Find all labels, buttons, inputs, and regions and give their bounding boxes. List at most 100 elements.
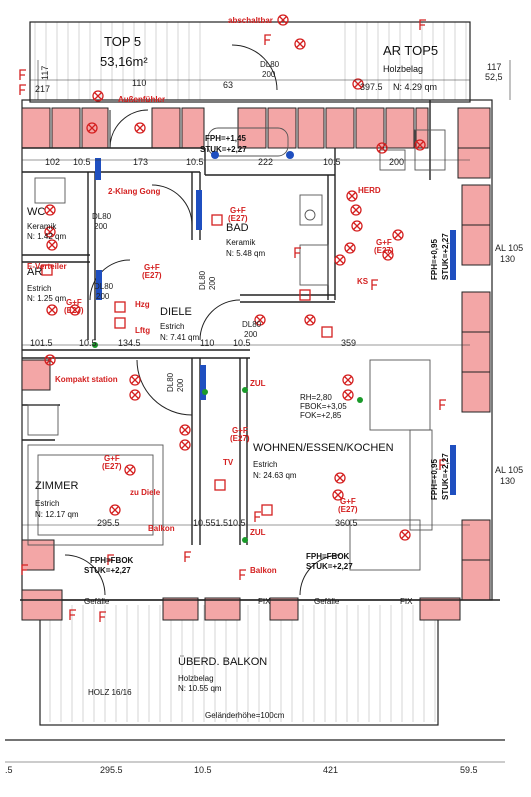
dim-top-110: 110 [132, 78, 147, 88]
neighbor-deck-hatch [34, 22, 467, 100]
dim-222: 222 [258, 157, 274, 167]
note-fph-right1: FPH=+0,95 [430, 239, 439, 280]
dim-b-421: 421 [323, 765, 339, 775]
dim-1051515: 10.551.510.5 [193, 518, 246, 528]
note-fph-top: FPH=+1,45 [205, 134, 246, 143]
dim-dl200a: 200 [262, 70, 276, 79]
dim-al130a: 130 [500, 254, 516, 264]
red-zul1: ZUL [250, 379, 266, 388]
dim-359: 359 [341, 338, 357, 348]
red-gf5: G+F [232, 426, 248, 435]
red-gf7: G+F [376, 238, 392, 247]
balcony-deck-hatch [49, 605, 436, 722]
dim-dl200b: 200 [94, 222, 108, 231]
room-diele-area: N: 7.41 qm [160, 333, 200, 342]
dim-105e: 10.5 [233, 338, 251, 348]
dim-b-595: 59.5 [460, 765, 478, 775]
note-stuk-right1: STUK=+2,27 [441, 233, 450, 280]
room-ar-name: AR [27, 266, 43, 278]
dim-2955a: 295.5 [97, 518, 120, 528]
red-aussenfuehler: Außenfühler [118, 95, 166, 104]
dim-dl200d: 200 [244, 330, 258, 339]
room-diele-name: DIELE [160, 306, 192, 318]
room-wc-area: N: 1.42 qm [27, 232, 67, 241]
note-gefaelle1: Gefälle [84, 597, 110, 606]
dim-105a: 10.5 [73, 157, 91, 167]
room-zimmer-name: ZIMMER [35, 480, 79, 492]
dim-r-525: 52,5 [485, 72, 503, 82]
room-bad-floor: Keramik [226, 238, 256, 247]
note-holz: HOLZ 16/16 [88, 688, 132, 697]
dim-r-117: 117 [487, 62, 502, 72]
note-stuk-br: STUK=+2,27 [306, 562, 353, 571]
red-gf7b: (E27) [374, 246, 394, 255]
red-gf1b: (E27) [228, 214, 248, 223]
fixtures [27, 127, 446, 571]
red-ks: KS [357, 277, 369, 286]
dim-dl200c: 200 [96, 292, 110, 301]
dim-b-5: .5 [5, 765, 13, 775]
note-fok: FOK=+2,85 [300, 411, 342, 420]
red-gf4b: (E27) [102, 462, 122, 471]
note-stuk-bl: STUK=+2,27 [84, 566, 131, 575]
dim-3605: 360.5 [335, 518, 358, 528]
dim-al105b: AL 105 [495, 465, 524, 475]
room-wohnen-floor: Estrich [253, 460, 278, 469]
red-lftg: Lftg [135, 326, 151, 335]
blue-markers [95, 151, 456, 495]
red-gf3: G+F [66, 298, 82, 307]
dim-left-117: 117 [40, 65, 50, 80]
dim-dl80f: DL80 [198, 270, 207, 290]
dim-200a: 200 [389, 157, 405, 167]
room-wc-floor: Keramik [27, 222, 57, 231]
red-hzg: Hzg [135, 300, 150, 309]
dim-b-2955: 295.5 [100, 765, 123, 775]
red-gong: 2-Klang Gong [108, 187, 161, 196]
dim-dl200f: 200 [208, 276, 217, 290]
red-tv: TV [223, 458, 234, 467]
red-verteiler: E-Verteiler [27, 262, 67, 271]
dim-top-217: 217 [35, 84, 51, 94]
red-gf3b: (E27) [64, 306, 84, 315]
dim-b-105: 10.5 [194, 765, 212, 775]
red-zu-diele: zu Diele [130, 488, 161, 497]
note-fbok: FBOK=+3,05 [300, 402, 347, 411]
dim-dl80c: DL80 [94, 282, 114, 291]
note-fph-right2: FPH=+0,95 [430, 459, 439, 500]
door-swings [64, 44, 341, 596]
note-stuk-right2: STUK=+2,27 [441, 453, 450, 500]
dim-105b: 10.5 [186, 157, 204, 167]
neighbor-name: AR TOP5 [383, 43, 439, 58]
electrical-symbols [19, 14, 446, 622]
dim-102: 102 [45, 157, 61, 167]
room-wohnen-area: N: 24.63 qm [253, 471, 297, 480]
dim-dl200e: 200 [176, 378, 185, 392]
note-fix1: FIX [258, 597, 271, 606]
room-wc-name: WC [27, 206, 46, 218]
dim-173: 173 [133, 157, 149, 167]
red-balkon2: Balkon [250, 566, 277, 575]
red-herd: HERD [358, 186, 381, 195]
room-balkon-name: ÜBERD. BALKON [178, 656, 268, 668]
dimension-lines [5, 60, 511, 763]
neighbor-floor: Holzbelag [383, 64, 424, 74]
red-gf2b: (E27) [142, 271, 162, 280]
dim-dl80a: DL80 [260, 60, 280, 69]
room-balkon-floor: Holzbelag [178, 674, 214, 683]
neighbor-area: N: 4.29 qm [393, 82, 438, 92]
room-diele-floor: Estrich [160, 322, 185, 331]
note-rh: RH=2,80 [300, 393, 332, 402]
dim-105d: 10.5 [79, 338, 97, 348]
dim-1345: 134.5 [118, 338, 141, 348]
dim-dl80d: DL80 [242, 320, 262, 329]
red-gf4: G+F [104, 454, 120, 463]
dim-top-63: 63 [223, 80, 234, 90]
unit-title: TOP 5 [104, 34, 142, 49]
red-zul2: ZUL [250, 528, 266, 537]
room-balkon-area: N: 10.55 qm [178, 684, 222, 693]
unit-area: 53,16m² [100, 54, 148, 69]
red-abschaltbar: abschaltbar [228, 16, 273, 25]
room-bad-name: BAD [226, 222, 249, 234]
red-gf6: G+F [340, 497, 356, 506]
note-stuk-top: STUK=+2,27 [200, 145, 247, 154]
